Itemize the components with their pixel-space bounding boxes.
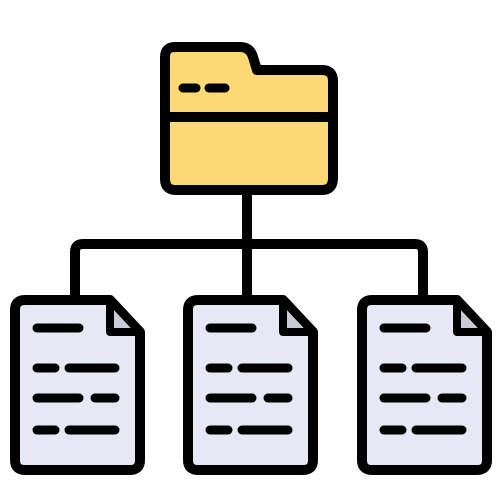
document-icon xyxy=(357,295,492,475)
tree-connector xyxy=(70,185,428,305)
document-icon xyxy=(10,295,145,475)
folder-icon xyxy=(160,42,338,195)
document-icon xyxy=(183,295,318,475)
